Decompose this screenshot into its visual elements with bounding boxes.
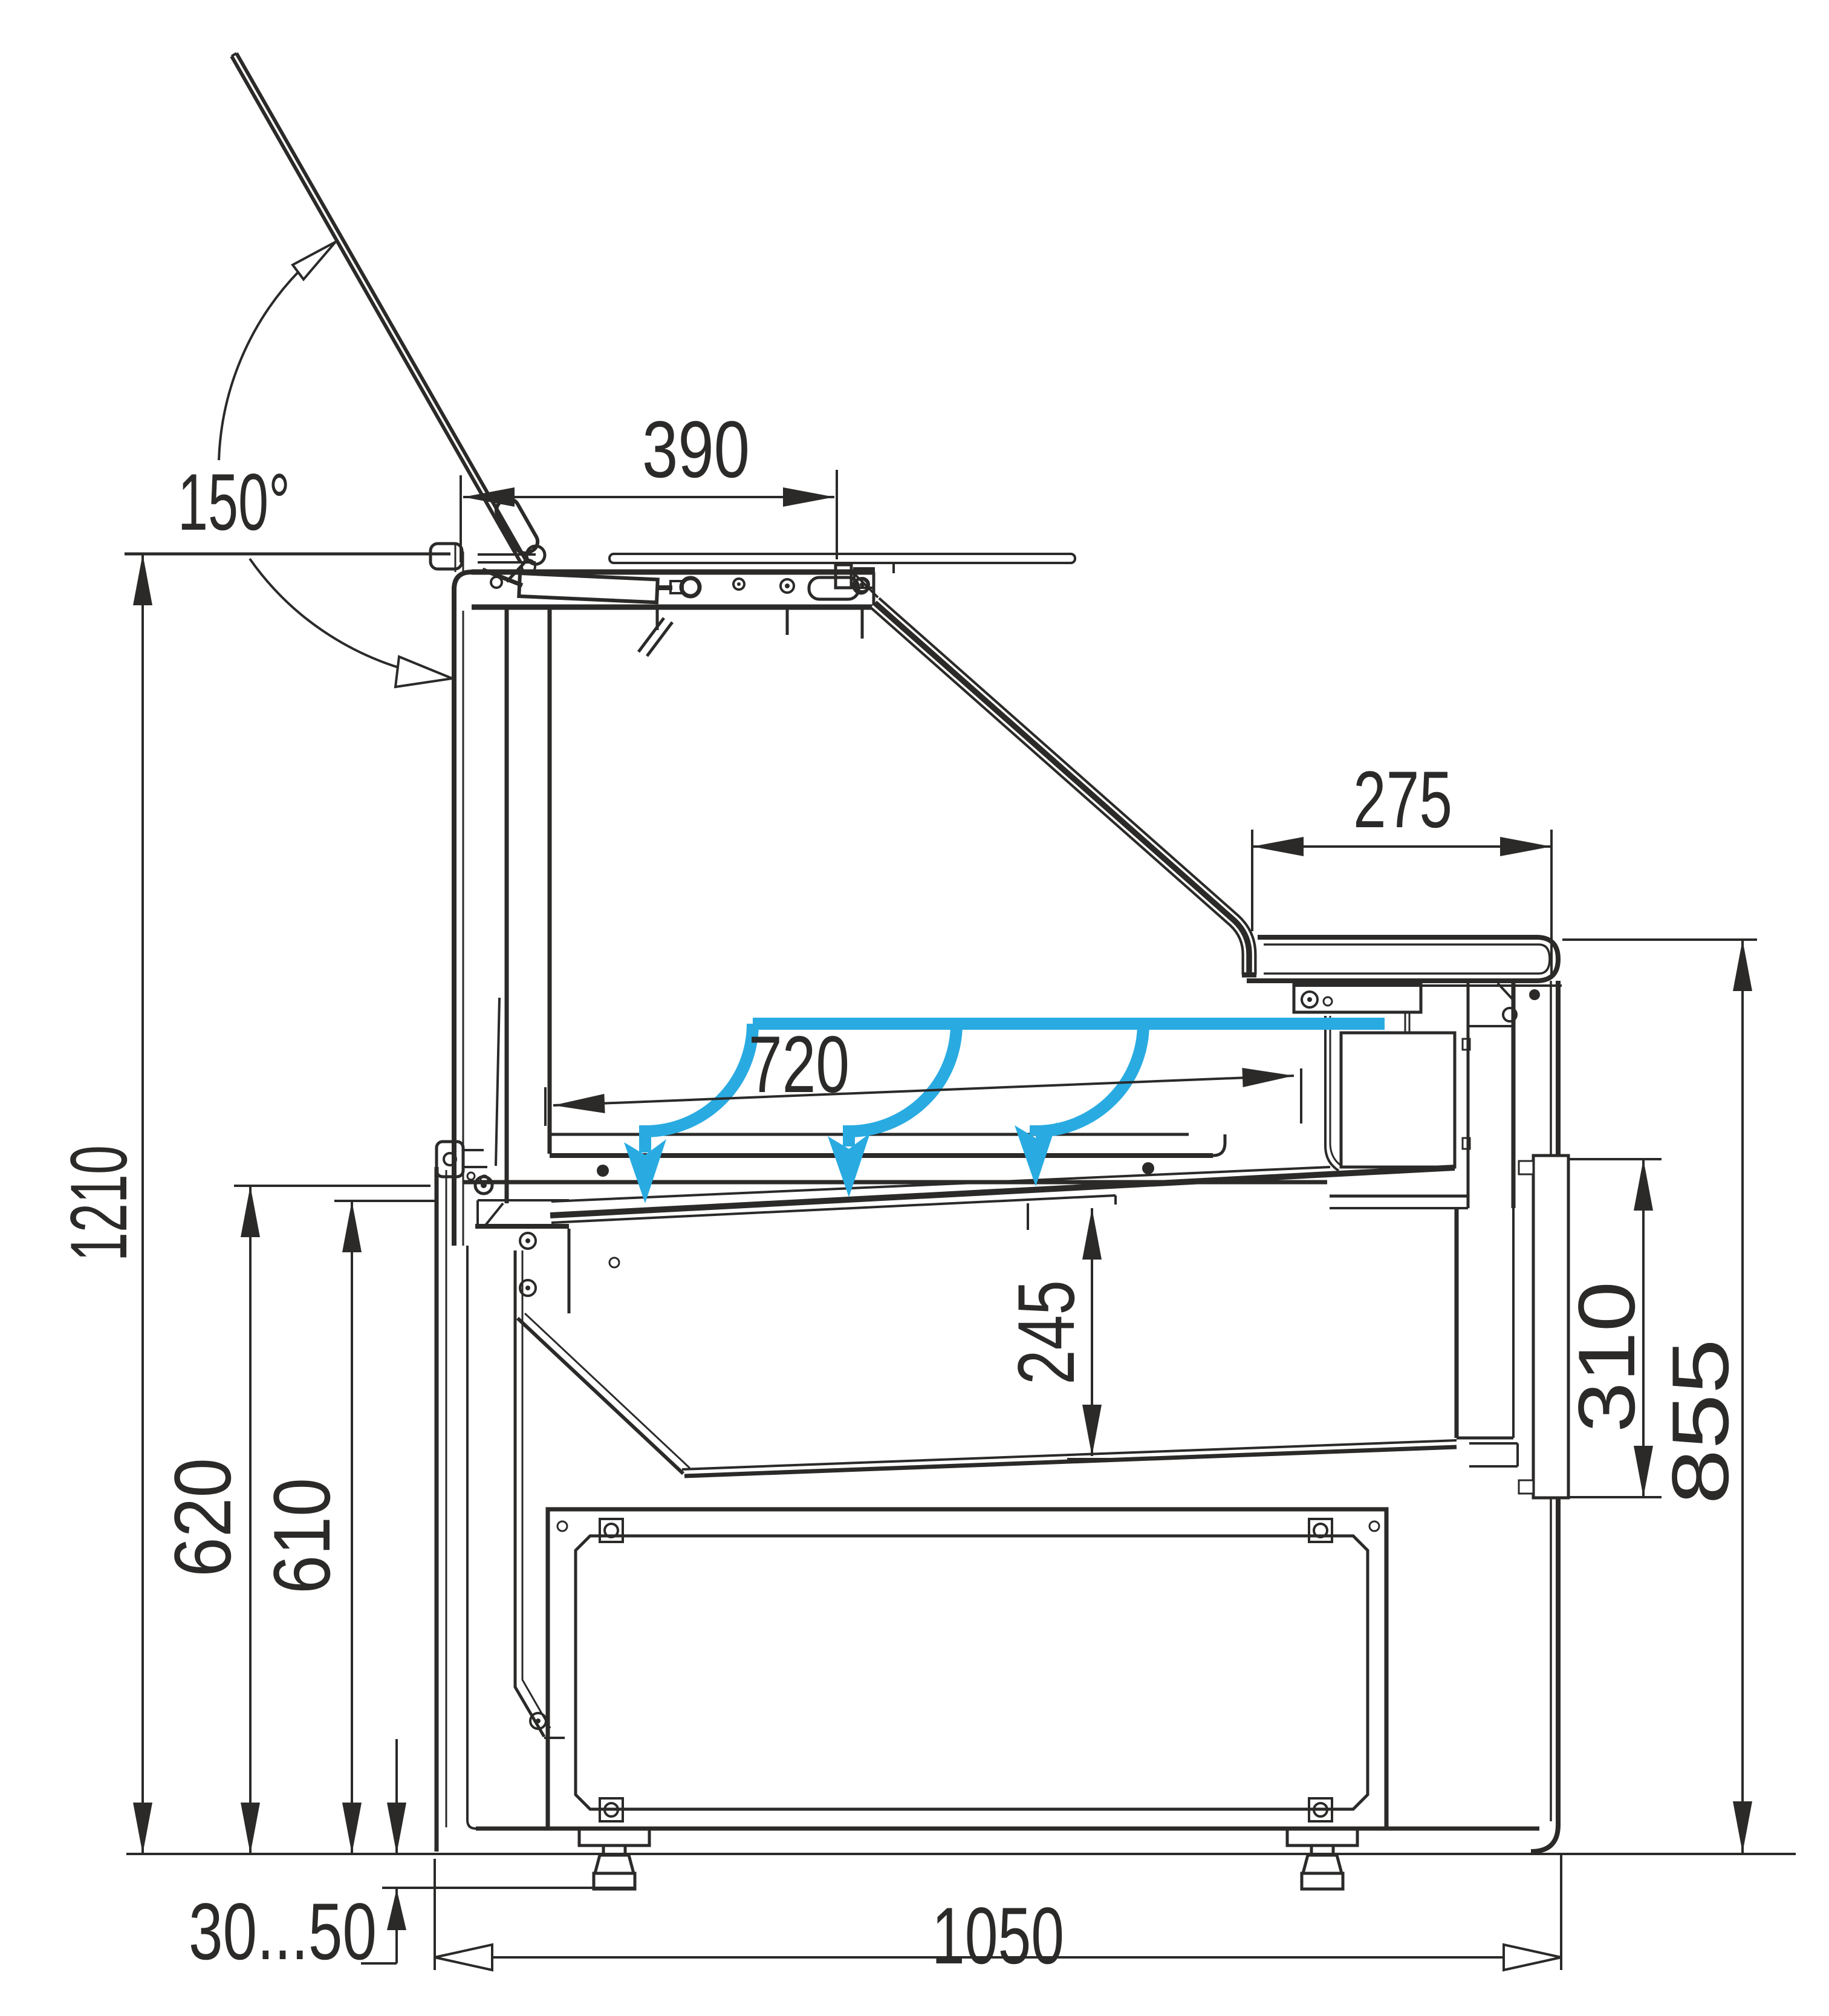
svg-text:720: 720: [749, 1020, 850, 1110]
svg-text:390: 390: [642, 405, 750, 495]
svg-text:610: 610: [258, 1478, 347, 1594]
svg-text:150°: 150°: [178, 458, 290, 547]
svg-text:1210: 1210: [54, 1145, 144, 1261]
svg-text:310: 310: [1562, 1281, 1652, 1432]
svg-text:855: 855: [1656, 1339, 1746, 1504]
svg-text:245: 245: [1002, 1280, 1091, 1385]
svg-text:620: 620: [158, 1458, 248, 1577]
svg-text:1050: 1050: [932, 1891, 1064, 1981]
svg-text:30...50: 30...50: [189, 1887, 377, 1977]
svg-text:275: 275: [1353, 755, 1452, 845]
